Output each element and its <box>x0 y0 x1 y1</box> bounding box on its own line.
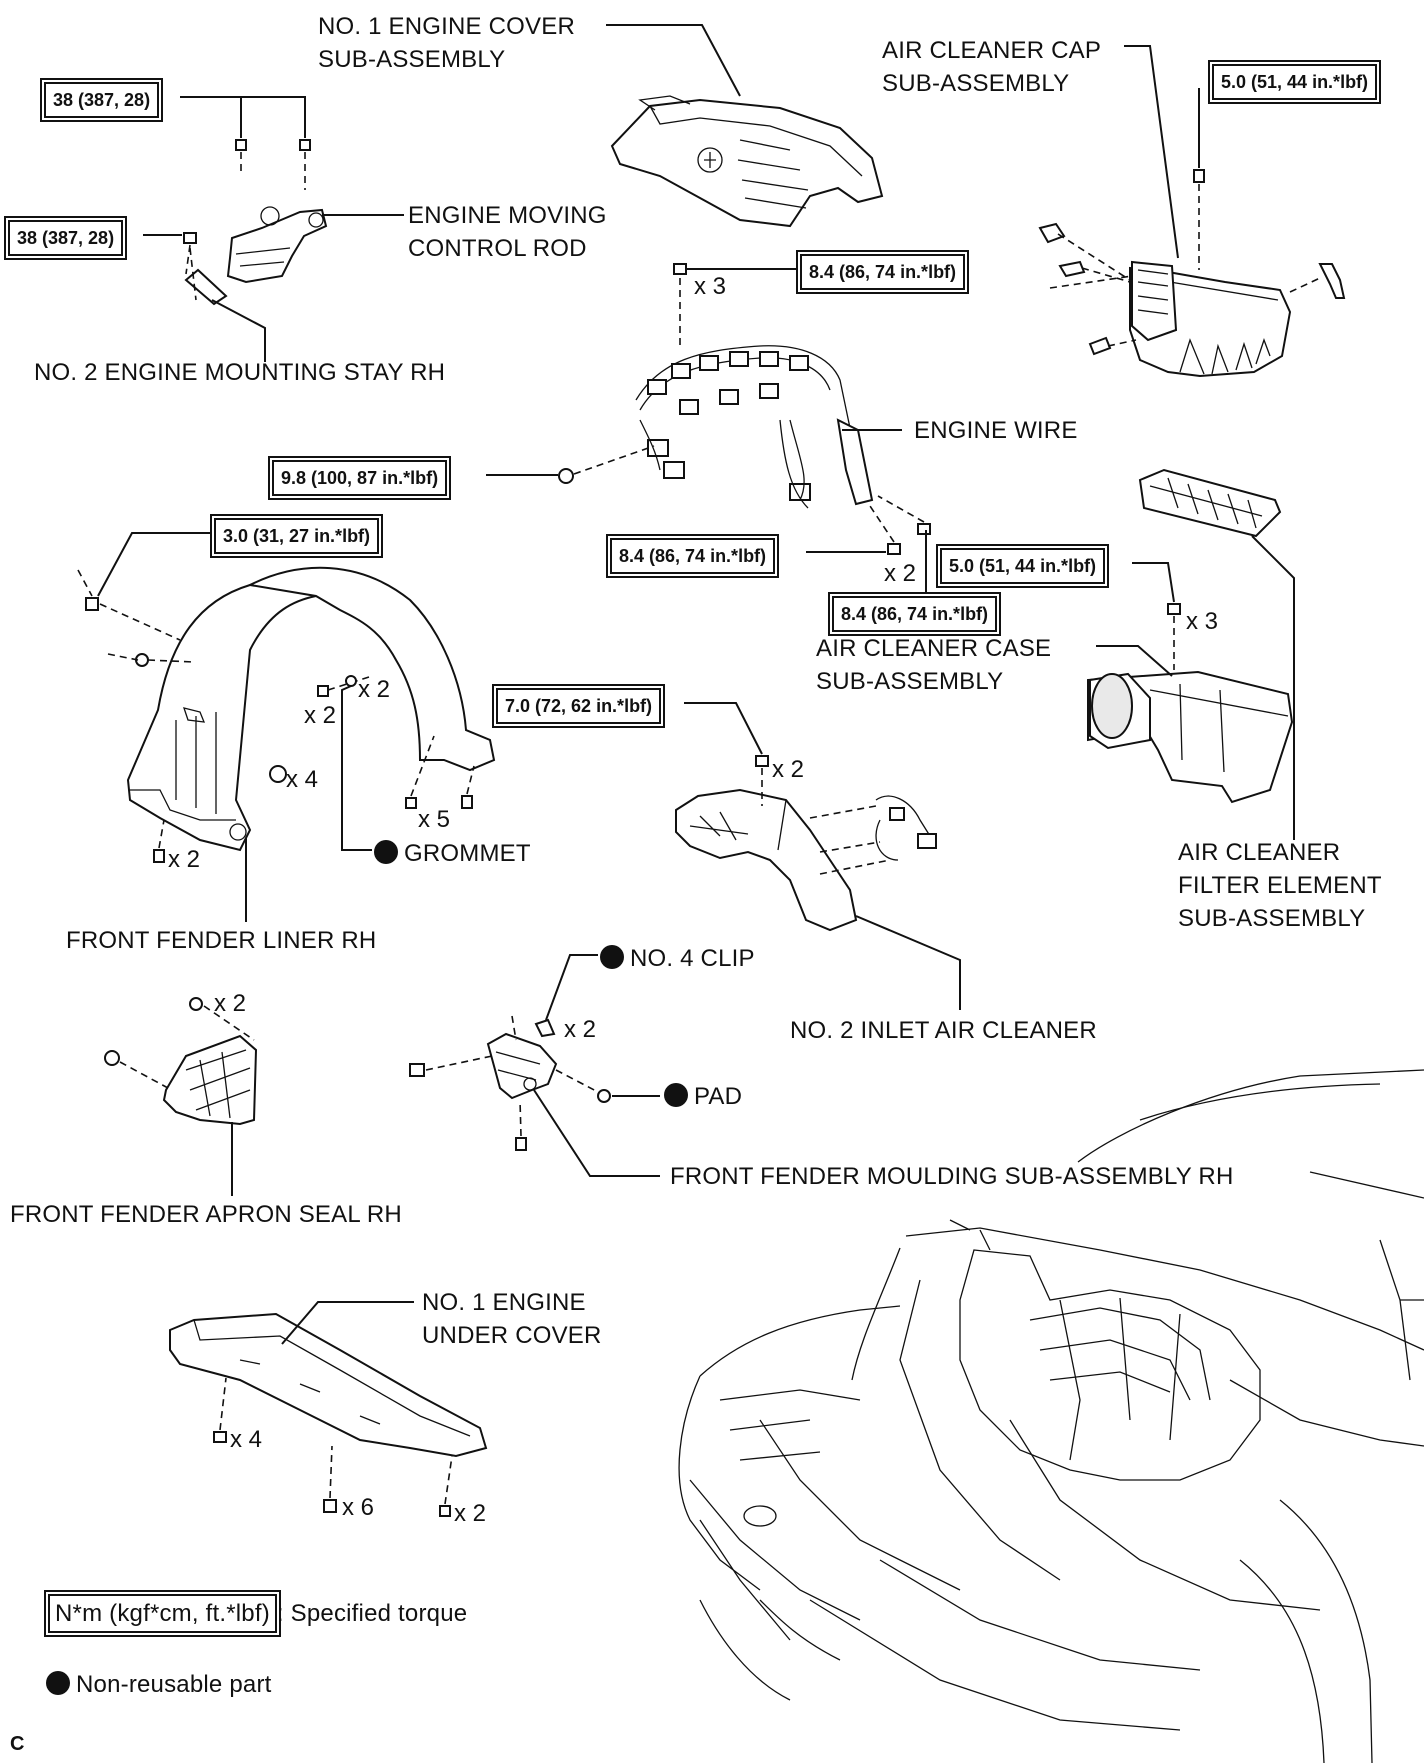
torque-box-inlet: 7.0 (72, 62 in.*lbf) <box>493 686 664 726</box>
count-liner-c: x 4 <box>286 766 319 793</box>
no2-inlet-part <box>675 788 937 932</box>
wire-bolts <box>558 263 931 555</box>
liner-torque-leader <box>97 532 212 597</box>
label-no2-inlet: NO. 2 INLET AIR CLEANER <box>790 1017 1097 1044</box>
torque-box-wire-top: 8.4 (86, 74 in.*lbf) <box>797 252 968 292</box>
inlet-bolts <box>755 755 769 806</box>
label-engine-mounting-stay: NO. 2 ENGINE MOUNTING STAY RH <box>34 359 446 386</box>
label-engine-wire: ENGINE WIRE <box>914 417 1078 444</box>
label-engine-moving-control-rod: ENGINE MOVING CONTROL ROD <box>408 202 607 262</box>
nonreusable-dot-icon <box>600 945 624 969</box>
label-engine-cover: NO. 1 ENGINE COVER SUB-ASSEMBLY <box>318 13 575 73</box>
count-under-b: x 6 <box>342 1494 375 1521</box>
front-fender-liner-part <box>126 566 496 852</box>
inlet-torque-leader <box>684 702 763 755</box>
case-torque-top-leader <box>1132 562 1175 603</box>
label-no4-clip: NO. 4 CLIP <box>630 945 755 972</box>
legend-torque-unit: N*m (kgf*cm, ft.*lbf) <box>46 1592 279 1635</box>
label-air-cleaner-filter: AIR CLEANER FILTER ELEMENT SUB-ASSEMBLY <box>1178 839 1382 932</box>
under-cover-leader <box>281 1301 414 1345</box>
count-wire-bottom: x 2 <box>884 560 917 587</box>
label-no4-clip-row: NO. 4 CLIP <box>600 942 755 975</box>
label-pad: PAD <box>694 1083 743 1110</box>
torque-box-wire-left: 9.8 (100, 87 in.*lbf) <box>269 458 450 498</box>
corner-mark: C <box>10 1733 25 1755</box>
label-front-fender-moulding: FRONT FENDER MOULDING SUB-ASSEMBLY RH <box>670 1163 1234 1190</box>
vehicle-illustration <box>678 1069 1424 1763</box>
engine-moving-control-rod-part <box>184 206 328 306</box>
cap-bolt <box>1193 169 1205 270</box>
engine-cover-part <box>610 95 884 228</box>
count-apron: x 2 <box>214 990 247 1017</box>
moulding-leader <box>533 1089 660 1177</box>
label-pad-row: PAD <box>664 1080 742 1113</box>
count-case: x 3 <box>1186 608 1219 635</box>
nonreusable-dot-icon <box>664 1083 688 1107</box>
count-liner-d: x 5 <box>418 806 451 833</box>
torque-box-case-top: 5.0 (51, 44 in.*lbf) <box>937 546 1108 586</box>
torque-box-cap: 5.0 (51, 44 in.*lbf) <box>1209 62 1380 102</box>
rod-torque-top-leader <box>180 96 306 138</box>
torque-box-case-left: 8.4 (86, 74 in.*lbf) <box>829 594 1000 634</box>
count-liner-a: x 2 <box>304 702 337 729</box>
count-clip: x 2 <box>564 1016 597 1043</box>
label-front-fender-apron-seal: FRONT FENDER APRON SEAL RH <box>10 1201 402 1228</box>
front-fender-moulding-part <box>409 1015 611 1151</box>
no4-clip-leader <box>545 954 598 1021</box>
engine-cover-leader <box>606 24 741 97</box>
torque-box-liner: 3.0 (31, 27 in.*lbf) <box>211 516 382 556</box>
legend-torque-text: : Specified torque <box>276 1600 468 1627</box>
count-inlet: x 2 <box>772 756 805 783</box>
case-bolts <box>1167 603 1181 670</box>
count-liner-e: x 2 <box>168 846 201 873</box>
air-cleaner-filter-part <box>1138 468 1282 538</box>
torque-box-rod-top: 38 (387, 28) <box>41 80 162 120</box>
air-cleaner-cap-part <box>1038 222 1346 378</box>
grommet-leader <box>341 685 372 851</box>
engine-wire-part <box>635 345 874 509</box>
case-leader <box>1096 645 1173 677</box>
label-grommet-row: GROMMET <box>374 837 531 870</box>
label-air-cleaner-cap: AIR CLEANER CAP SUB-ASSEMBLY <box>882 37 1102 97</box>
label-front-fender-liner: FRONT FENDER LINER RH <box>66 927 377 954</box>
count-under-a: x 4 <box>230 1426 263 1453</box>
legend-nonreusable-text: Non-reusable part <box>76 1671 272 1698</box>
air-cleaner-case-part <box>1087 670 1294 804</box>
cap-leader <box>1124 45 1179 259</box>
torque-box-rod-left: 38 (387, 28) <box>5 218 126 258</box>
mounting-stay-leader <box>211 299 266 362</box>
count-liner-b: x 2 <box>358 676 391 703</box>
liner-fasteners <box>77 569 475 863</box>
label-grommet: GROMMET <box>404 840 531 867</box>
torque-box-wire-bottom: 8.4 (86, 74 in.*lbf) <box>607 536 778 576</box>
count-under-c: x 2 <box>454 1500 487 1527</box>
nonreusable-dot-icon <box>46 1671 70 1695</box>
legend-torque: N*m (kgf*cm, ft.*lbf): Specified torque <box>46 1592 468 1635</box>
rod-bolts <box>183 139 311 301</box>
apron-seal-part <box>104 997 258 1126</box>
inlet-leader <box>855 915 961 1010</box>
count-wire-top: x 3 <box>694 273 727 300</box>
legend-nonreusable: Non-reusable part <box>46 1668 272 1701</box>
label-air-cleaner-case: AIR CLEANER CASE SUB-ASSEMBLY <box>816 635 1052 695</box>
nonreusable-dot-icon <box>374 840 398 864</box>
filter-leader <box>1251 535 1295 840</box>
label-engine-under-cover: NO. 1 ENGINE UNDER COVER <box>422 1289 602 1349</box>
